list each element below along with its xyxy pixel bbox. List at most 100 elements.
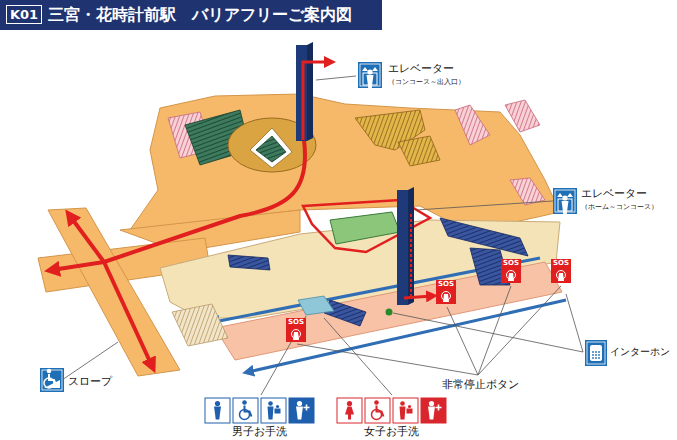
up-arrow bbox=[362, 67, 368, 71]
label-text: エレベーター bbox=[581, 187, 647, 200]
label-text: 非常停止ボタン bbox=[442, 378, 519, 391]
baby-seat bbox=[275, 409, 281, 414]
line-code-badge: K01 bbox=[6, 5, 42, 24]
person-head bbox=[367, 69, 372, 74]
hand-shape bbox=[443, 294, 449, 302]
facility-label: エレベーター bbox=[388, 62, 454, 75]
leader-line bbox=[478, 286, 561, 375]
facility-label: 非常停止ボタン bbox=[442, 378, 519, 391]
track-line bbox=[248, 300, 566, 372]
wheelchair-wheel bbox=[372, 410, 382, 420]
icon-box bbox=[233, 398, 258, 423]
escalator bbox=[324, 300, 366, 326]
leader-line bbox=[316, 76, 356, 80]
label-text: 女子お手洗 bbox=[364, 425, 419, 438]
person-head bbox=[215, 401, 220, 406]
baby-head bbox=[276, 405, 279, 408]
label-text: エレベーター bbox=[388, 62, 454, 75]
escalator bbox=[256, 136, 286, 162]
toilet-icon bbox=[393, 398, 418, 423]
icon-box bbox=[393, 398, 418, 423]
accessible-route bbox=[104, 262, 152, 366]
person-body bbox=[562, 201, 569, 214]
sos-text: SOS bbox=[436, 280, 456, 289]
leader-group bbox=[62, 76, 583, 395]
facility-note: （ホーム～コンコース） bbox=[581, 203, 658, 212]
icon-box bbox=[358, 62, 382, 88]
person-head bbox=[297, 401, 302, 406]
phone-key bbox=[595, 357, 597, 359]
sos-text: SOS bbox=[286, 318, 306, 327]
elevator-shaft bbox=[397, 190, 408, 305]
line-code: K01 bbox=[10, 6, 38, 23]
icon-inner bbox=[587, 342, 605, 364]
label-text: インターホン bbox=[610, 346, 670, 358]
elevator-side bbox=[307, 42, 313, 141]
pictogram bbox=[553, 188, 577, 214]
concourse-floor bbox=[130, 94, 560, 232]
leader-line bbox=[478, 286, 511, 375]
person-body bbox=[214, 407, 221, 420]
escalator bbox=[228, 255, 270, 270]
person-head bbox=[242, 400, 247, 405]
sos-text: SOS bbox=[551, 259, 571, 268]
toilet-icon bbox=[365, 398, 390, 423]
facility-label: スロープ bbox=[68, 375, 112, 388]
emergency-button: SOS bbox=[286, 318, 306, 342]
phone-key bbox=[598, 357, 600, 359]
icon-box bbox=[289, 398, 314, 423]
phone-key bbox=[598, 351, 600, 353]
emergency-button: SOS bbox=[551, 259, 571, 283]
leader-line bbox=[62, 342, 118, 380]
stairs bbox=[510, 178, 545, 205]
person-head bbox=[268, 401, 273, 406]
icon-group bbox=[40, 62, 607, 423]
down-arrow bbox=[567, 193, 573, 197]
hand-shape bbox=[558, 273, 564, 281]
emergency-button: SOS bbox=[501, 259, 521, 283]
pictogram bbox=[585, 340, 607, 366]
label-text: 男子お手洗 bbox=[232, 425, 287, 438]
stairs bbox=[505, 100, 540, 132]
leader-line bbox=[447, 307, 478, 375]
leader-line bbox=[393, 313, 583, 352]
person-body bbox=[345, 407, 354, 420]
person-head bbox=[429, 401, 434, 406]
leader-line bbox=[297, 344, 478, 375]
accessible-route bbox=[52, 262, 104, 270]
person-body bbox=[400, 407, 406, 420]
sos-text: SOS bbox=[501, 259, 521, 268]
label-text: （コンコース～出入口） bbox=[388, 78, 465, 87]
baby-head bbox=[408, 405, 411, 408]
label-text: スロープ bbox=[68, 375, 112, 388]
icon-box bbox=[553, 188, 577, 214]
icon-box bbox=[421, 398, 446, 423]
down-arrow bbox=[372, 67, 378, 71]
icon-box bbox=[365, 398, 390, 423]
toilet-icon bbox=[233, 398, 258, 423]
elevator-route bbox=[410, 214, 412, 296]
interphone-point bbox=[386, 309, 393, 316]
cross-sign bbox=[304, 405, 310, 411]
title-band bbox=[0, 0, 382, 30]
hand-shape bbox=[508, 273, 514, 281]
person-body bbox=[268, 407, 274, 420]
leader-line bbox=[566, 294, 583, 352]
person-head bbox=[347, 401, 352, 406]
toilet-icon bbox=[421, 398, 446, 423]
person-body bbox=[296, 407, 303, 420]
stairs bbox=[455, 105, 490, 145]
wheelchair-wheel bbox=[44, 378, 54, 388]
toilet-icon bbox=[205, 398, 230, 423]
phone-key bbox=[592, 354, 594, 356]
person-head bbox=[562, 195, 567, 200]
title: 三宮・花時計前駅 バリアフリーご案内図 bbox=[48, 5, 352, 25]
icon-box bbox=[585, 340, 607, 366]
phone-key bbox=[592, 357, 594, 359]
leader-line bbox=[416, 201, 553, 210]
person-head bbox=[47, 369, 52, 374]
leader-line bbox=[324, 318, 392, 395]
toilet-icon bbox=[289, 398, 314, 423]
